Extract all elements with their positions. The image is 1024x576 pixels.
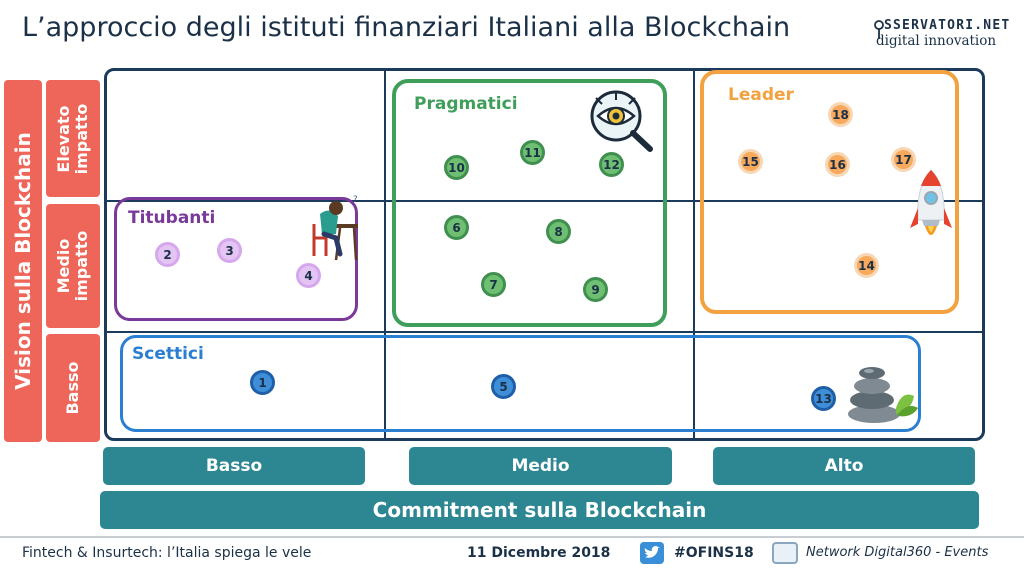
row-label-basso-text: Basso (63, 361, 82, 415)
bubble-18: 18 (828, 102, 853, 127)
group-label-leader: Leader (728, 85, 794, 105)
bubble-14: 14 (854, 253, 879, 278)
x-axis-label: Commitment sulla Blockchain (100, 491, 979, 529)
svg-text:?: ? (353, 195, 358, 205)
y-axis-label-box: Vision sulla Blockchain (4, 80, 42, 442)
matrix-grid (104, 68, 985, 441)
group-label-pragmatici: Pragmatici (414, 94, 518, 114)
location-pin-icon (874, 20, 884, 39)
magnifier-eye-icon (590, 90, 653, 152)
twitter-icon (640, 542, 664, 564)
bubble-12: 12 (599, 152, 624, 177)
group-label-scettici: Scettici (132, 344, 204, 364)
row-label-medio: Medio impatto (46, 204, 100, 328)
group-pragmatici (392, 79, 667, 327)
group-leader (700, 70, 959, 314)
bubble-2: 2 (155, 242, 180, 267)
footer-network: Network Digital360 - Events (806, 545, 989, 560)
rocket-icon (910, 169, 952, 235)
bubble-15: 15 (738, 149, 763, 174)
group-label-titubanti: Titubanti (128, 208, 216, 228)
grid-divider-h1 (104, 200, 985, 202)
bubble-17: 17 (891, 147, 916, 172)
zen-stones-icon (848, 367, 918, 423)
bubble-5: 5 (491, 374, 516, 399)
grid-divider-v2 (693, 68, 695, 441)
row-label-elevato: Elevato impatto (46, 80, 100, 197)
bubble-7: 7 (481, 272, 506, 297)
row-label-basso: Basso (46, 334, 100, 442)
thinking-person-icon: ? (312, 195, 358, 261)
logo-wordmark: SSERVATORI.NET (884, 18, 1011, 33)
logo-subtitle: digital innovation (876, 33, 997, 49)
bubble-1: 1 (250, 370, 275, 395)
group-scettici (120, 335, 921, 432)
bubble-10: 10 (444, 155, 469, 180)
footer-date: 11 Dicembre 2018 (467, 545, 611, 561)
grid-divider-h2 (104, 331, 985, 333)
bubble-9: 9 (583, 277, 608, 302)
y-axis-label: Vision sulla Blockchain (11, 132, 35, 390)
bubble-13: 13 (811, 386, 836, 411)
osservatori-logo: SSERVATORI.NET digital innovation (870, 18, 1015, 52)
footer-event-name: Fintech & Insurtech: l’Italia spiega le … (22, 545, 312, 561)
bubble-8: 8 (546, 219, 571, 244)
footer-divider (0, 536, 1024, 538)
row-label-elevato-text: Elevato impatto (54, 103, 91, 174)
bubble-3: 3 (217, 238, 242, 263)
footer-hashtag: #OFINS18 (674, 545, 754, 561)
row-label-medio-text: Medio impatto (54, 230, 91, 302)
network-logo-icon (772, 542, 798, 564)
col-label-alto: Alto (713, 447, 975, 485)
bubble-16: 16 (825, 152, 850, 177)
bubble-6: 6 (444, 215, 469, 240)
col-label-basso: Basso (103, 447, 365, 485)
bubble-4: 4 (296, 263, 321, 288)
col-label-medio: Medio (409, 447, 672, 485)
grid-divider-v1 (384, 68, 386, 441)
page-title: L’approccio degli istituti finanziari It… (22, 12, 791, 43)
bubble-11: 11 (520, 140, 545, 165)
